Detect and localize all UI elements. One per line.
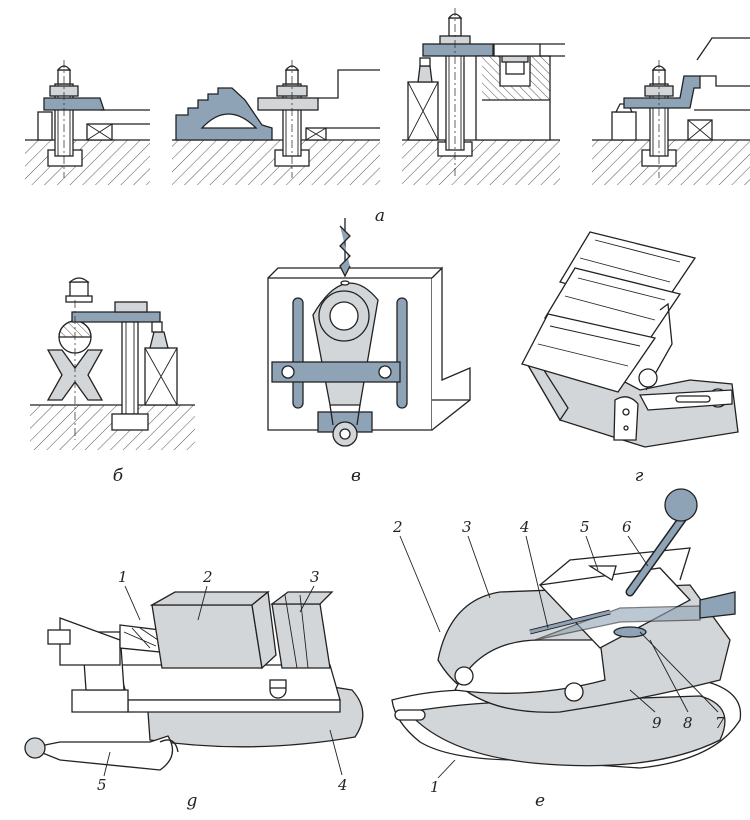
label-e-5: 5 <box>580 518 590 536</box>
caption-v: в <box>351 466 361 486</box>
scheme-a3 <box>402 8 565 185</box>
caption-e: е <box>535 791 545 811</box>
caption-d: g <box>187 791 198 811</box>
scheme-a2 <box>172 60 380 185</box>
scheme-b <box>30 277 195 450</box>
label-d-2: 2 <box>202 568 213 586</box>
vise-d <box>24 590 364 771</box>
label-e-7: 7 <box>715 714 725 732</box>
label-e-6: 6 <box>622 518 632 536</box>
scheme-a4 <box>592 37 750 185</box>
scheme-a1 <box>25 60 150 185</box>
vise-e <box>391 488 742 769</box>
label-d-3: 3 <box>310 568 320 586</box>
caption-a: а <box>375 206 385 226</box>
label-e-8: 8 <box>683 714 693 732</box>
label-e-4: 4 <box>519 518 530 536</box>
label-e-2: 2 <box>392 518 403 536</box>
caption-b: б <box>113 466 124 486</box>
label-d-5: 5 <box>97 776 107 794</box>
label-d-4: 4 <box>337 776 348 794</box>
label-e-3: 3 <box>462 518 472 536</box>
label-d-1: 1 <box>118 568 128 586</box>
label-e-1: 1 <box>430 778 440 796</box>
label-e-9: 9 <box>652 714 662 732</box>
scheme-g <box>521 231 739 448</box>
caption-g: г <box>635 466 644 486</box>
scheme-v <box>267 218 471 447</box>
